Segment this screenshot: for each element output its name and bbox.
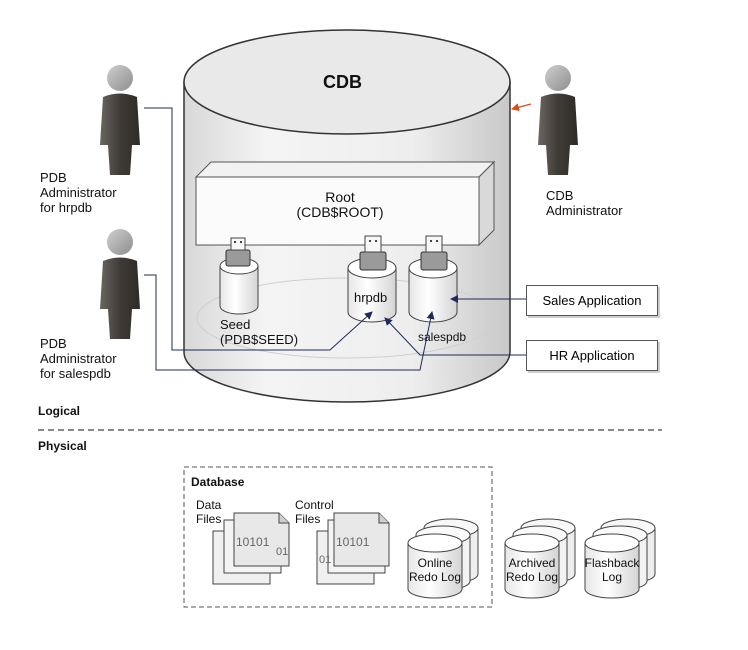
data-files-line1: Data [196,498,222,512]
pdb-admin-hrpdb-line2: Administrator [40,185,117,200]
seed-label: Seed (PDB$SEED) [220,317,298,347]
physical-label: Physical [38,439,87,453]
cdb-admin-line2: Administrator [546,203,623,218]
database-title: Database [191,475,245,489]
archived-redo-log-icon [504,518,576,599]
seed-label-line2: (PDB$SEED) [220,332,299,347]
salespdb-cylinder [408,235,458,323]
hrpdb-cylinder [347,235,397,323]
online-redo-log-label: Online Redo Log [405,556,465,584]
control-files-doc-text-back: 01 [319,554,332,566]
hr-application-label: HR Application [549,348,635,363]
pdb-admin-salespdb-line2: Administrator [40,351,117,366]
data-files-label: Data Files [196,498,221,526]
cdb-admin-icon [538,65,578,175]
sales-application-label: Sales Application [542,293,642,308]
data-files-doc-text-back: 01 [276,546,289,558]
archived-redo-log-label: Archived Redo Log [502,556,562,584]
pdb-admin-salespdb-icon [100,229,140,339]
online-redo-log-icon [407,518,479,599]
pdb-admin-salespdb-line3: for salespdb [40,366,111,381]
cdb-title: CDB [323,72,362,92]
flashback-log-icon [584,518,656,599]
hr-application-box: HR Application [526,340,658,371]
pdb-admin-hrpdb-icon [100,65,140,175]
control-files-doc-text: 10101 [336,535,370,549]
hr-app-connector [384,317,526,356]
pdb-admin-hrpdb-label: PDB Administrator for hrpdb [40,170,117,215]
seed-label-line1: Seed [220,317,251,332]
database-box [183,466,493,608]
cdb-admin-line1: CDB [546,188,574,203]
control-files-line2: Files [295,512,321,526]
logical-label: Logical [38,404,81,418]
sales-admin-connector [144,274,435,371]
pdb-admin-salespdb-line1: PDB [40,336,67,351]
sales-application-box: Sales Application [526,285,658,316]
seed-cylinder [219,237,259,315]
online-redo-line1: Online [417,556,453,570]
pdb-admin-hrpdb-line3: for hrpdb [40,200,93,215]
data-files-line2: Files [196,512,222,526]
archived-redo-line1: Archived [508,556,556,570]
control-files-icon [316,512,390,585]
root-label-line1: Root [325,189,355,205]
root-label: Root (CDB$ROOT) [290,190,390,220]
root-label-line2: (CDB$ROOT) [296,204,384,220]
cdb-admin-arrow [511,103,532,112]
flashback-line1: Flashback [584,556,640,570]
data-files-icon [212,512,290,585]
flashback-line2: Log [601,570,623,584]
data-files-doc-text: 10101 [236,535,270,549]
pdb-admin-salespdb-label: PDB Administrator for salespdb [40,336,117,381]
online-redo-line2: Redo Log [408,570,462,584]
archived-redo-line2: Redo Log [505,570,559,584]
flashback-log-label: Flashback Log [582,556,642,584]
root-container [194,160,496,247]
cdb-admin-label: CDB Administrator [546,188,623,218]
control-files-label: Control Files [295,498,334,526]
pdb-admin-hrpdb-line1: PDB [40,170,67,185]
hr-admin-connector [144,107,373,351]
salespdb-label: salespdb [418,330,467,344]
control-files-line1: Control [295,498,334,512]
hrpdb-label: hrpdb [354,290,388,305]
